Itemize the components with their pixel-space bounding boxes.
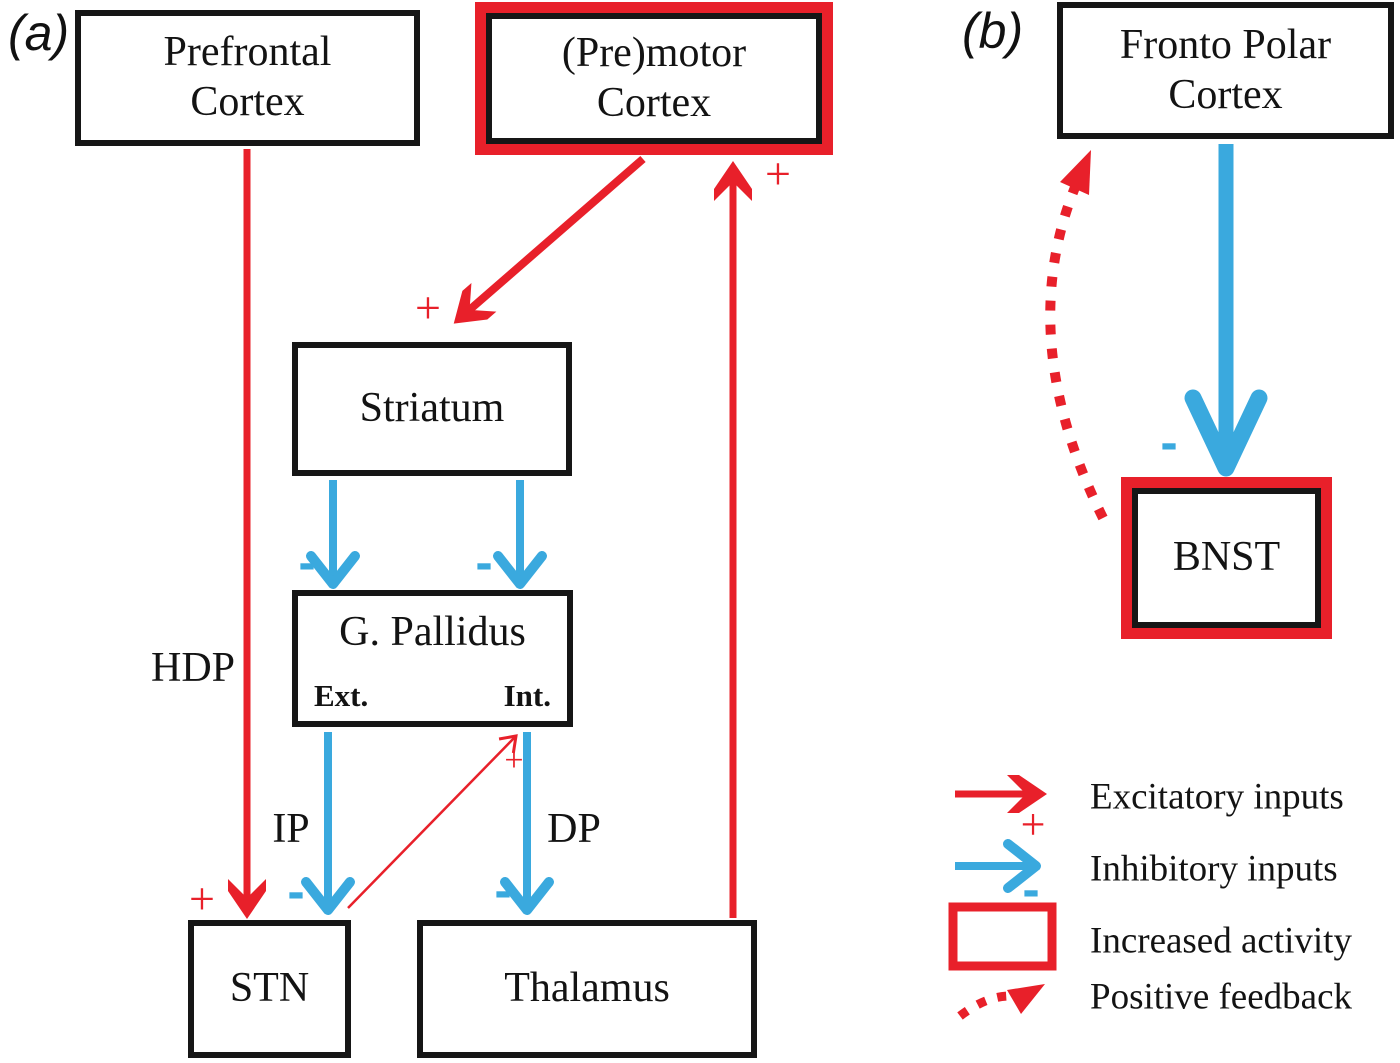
dp-pathway-label: DP — [547, 806, 601, 852]
premotor-cortex-box: (Pre)motor Cortex — [475, 2, 833, 155]
plus-sign-thalamus-premotor: + — [765, 148, 791, 199]
thalamus-box: Thalamus — [417, 920, 757, 1058]
legend-inhibitory-sign: - — [1022, 861, 1040, 919]
minus-sign-fpc-bnst: - — [1160, 414, 1178, 472]
plus-sign-hdp-stn: + — [189, 873, 215, 924]
prefrontal-cortex-line2: Cortex — [190, 79, 305, 125]
premotor-cortex-box-inner: (Pre)motor Cortex — [486, 13, 822, 144]
plus-sign-premotor-striatum: + — [415, 282, 441, 333]
edge-stn-to-gpi — [347, 734, 518, 909]
premotor-cortex-line2: Cortex — [596, 79, 712, 126]
thalamus-label: Thalamus — [504, 965, 670, 1012]
legend-increased-activity-label: Increased activity — [1090, 920, 1352, 962]
legend-excitatory-sign: + — [1020, 800, 1046, 849]
fronto-polar-line2: Cortex — [1168, 71, 1283, 118]
fronto-polar-line1: Fronto Polar — [1119, 21, 1332, 68]
hdp-pathway-label: HDP — [150, 645, 236, 691]
plus-sign-stn-gpi: + — [504, 742, 524, 779]
ip-pathway-label: IP — [272, 806, 310, 852]
bnst-box: BNST — [1121, 477, 1332, 639]
stn-box: STN — [188, 920, 351, 1058]
striatum-label: Striatum — [359, 385, 505, 432]
legend-inhibitory-label: Inhibitory inputs — [1090, 848, 1338, 890]
g-pallidus-sublabels: Ext. Int. — [314, 680, 551, 711]
minus-sign-striatum-gpi: - — [475, 534, 493, 592]
bnst-box-inner: BNST — [1132, 488, 1321, 628]
panel-b-label: (b) — [962, 3, 1024, 59]
bnst-label: BNST — [1172, 534, 1281, 581]
legend-excitatory-label: Excitatory inputs — [1090, 776, 1344, 818]
gp-ext-label: Ext. — [314, 678, 369, 713]
prefrontal-cortex-box: Prefrontal Cortex — [75, 10, 420, 146]
edge-bnst-to-fpc-feedback — [1045, 178, 1108, 521]
gp-int-label: Int. — [503, 678, 551, 713]
edge-premotor-to-striatum — [453, 155, 646, 324]
striatum-box: Striatum — [292, 342, 572, 476]
g-pallidus-title: G. Pallidus — [339, 609, 526, 655]
edge-fpc-to-bnst-arrowhead — [1184, 389, 1268, 477]
panel-a-label: (a) — [8, 5, 70, 61]
prefrontal-cortex-line1: Prefrontal — [163, 29, 332, 76]
feedback-arrowhead — [1060, 150, 1091, 195]
legend-positive-feedback-dots-icon — [957, 991, 1011, 1020]
legend-positive-feedback-arrowhead-icon — [1007, 984, 1045, 1014]
minus-sign-striatum-gpe: - — [298, 534, 316, 592]
minus-sign-dp-thalamus: - — [494, 862, 512, 920]
fronto-polar-cortex-box: Fronto Polar Cortex — [1057, 2, 1394, 139]
g-pallidus-box: G. Pallidus Ext. Int. — [292, 590, 573, 727]
legend-positive-feedback-label: Positive feedback — [1090, 976, 1352, 1018]
premotor-cortex-line1: (Pre)motor — [561, 29, 747, 76]
minus-sign-ip-stn: - — [287, 863, 305, 921]
stn-label: STN — [229, 965, 310, 1012]
